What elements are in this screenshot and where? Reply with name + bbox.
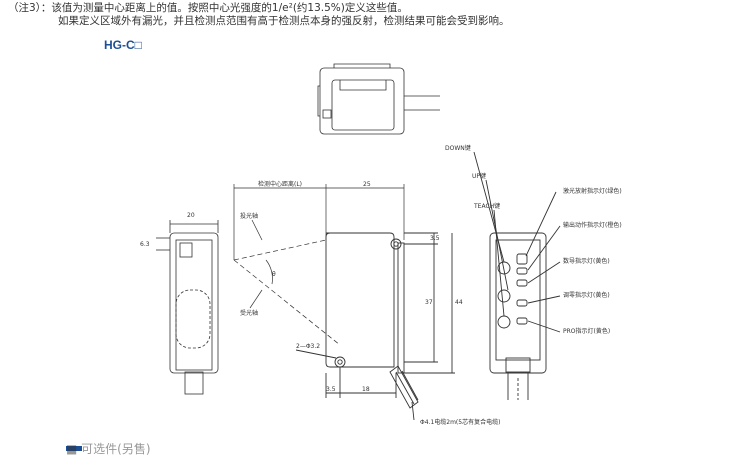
- dim-18: 18: [362, 386, 370, 393]
- dim-center-distance: 检测中心距离(L): [258, 180, 302, 188]
- label-output-led: 输出动作指示灯(橙色): [563, 221, 622, 229]
- dim-6-3: 6.3: [140, 241, 150, 248]
- dim-37: 37: [425, 299, 433, 306]
- label-up-key: UP键: [472, 172, 486, 180]
- dim-3-5-top: 3.5: [430, 235, 440, 242]
- dim-theta: θ: [272, 271, 276, 278]
- bottom-heading: ■ 可选件(另售): [66, 442, 151, 456]
- dim-25: 25: [363, 181, 371, 188]
- dim-3-5-bottom: 3.5: [326, 386, 336, 393]
- bottom-heading-marker: [66, 446, 82, 451]
- label-teach-key: TEACH键: [473, 202, 500, 210]
- dim-width-20: 20: [187, 212, 195, 219]
- back-view: [473, 151, 561, 400]
- label-adjust-led: 调零指示灯(黄色): [563, 291, 610, 299]
- label-laser-led: 激光放射指示灯(绿色): [563, 187, 622, 195]
- top-view: [317, 63, 440, 135]
- note-line-1: （注3）：该值为测量中心距离上的值。按照中心光强度的1/e²(约13.5%)定义…: [8, 2, 408, 14]
- label-down-key: DOWN键: [445, 144, 471, 152]
- dim-44: 44: [455, 299, 463, 306]
- front-view: [295, 232, 455, 421]
- note-line-2: 如果定义区域外有漏光，并且检测点范围有高于检测点本身的强反射，检测结果可能会受到…: [58, 15, 510, 27]
- side-view-left: [156, 220, 219, 395]
- label-receive-axis: 受光轴: [240, 309, 258, 317]
- label-cable: Φ4.1电缆2m(5芯有复合电缆): [420, 418, 500, 426]
- label-digital-led: 数导指示灯(黄色): [563, 257, 610, 265]
- label-emit-axis: 投光轴: [240, 212, 258, 220]
- dim-hole: 2—Φ3.2: [296, 343, 320, 350]
- optical-axes: [233, 184, 405, 346]
- section-title: HG-C□: [104, 38, 142, 52]
- label-pro-led: PRO指示灯(黄色): [563, 327, 610, 335]
